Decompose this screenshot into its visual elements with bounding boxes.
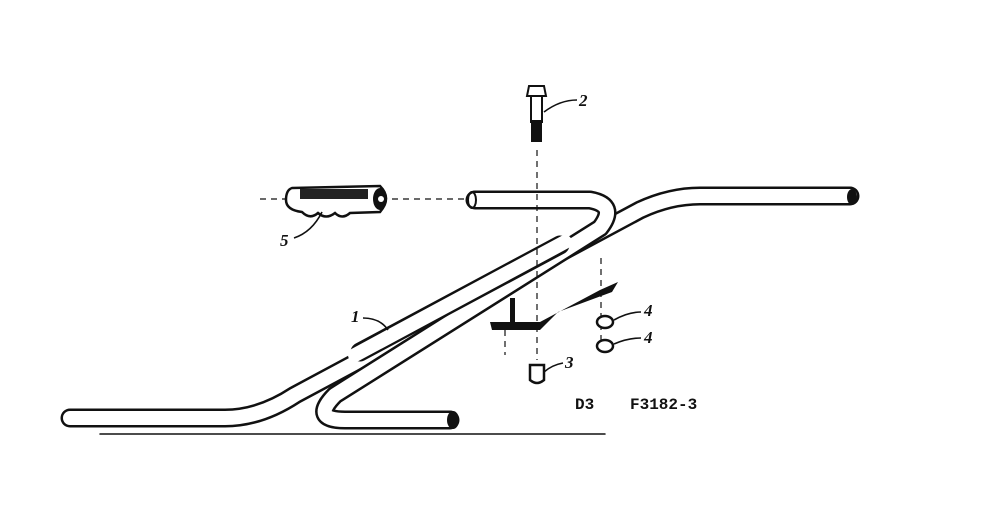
leader-grip — [293, 211, 323, 239]
callout-washer-upper: 4 — [643, 301, 653, 320]
tube-end-top — [467, 191, 477, 209]
leader-washer-lower — [613, 337, 642, 345]
bracket-tab — [510, 298, 515, 322]
grip-texture — [300, 189, 368, 199]
leader-lines — [293, 99, 642, 373]
bracket — [490, 282, 618, 330]
leader-washer-upper — [613, 311, 642, 321]
tube-end-bottom — [447, 411, 459, 429]
handlebar-tube-fill — [63, 189, 857, 425]
callout-grip: 5 — [280, 231, 289, 250]
bolt-shank — [530, 95, 543, 123]
bracket-plate — [490, 282, 618, 330]
callout-washer-lower: 4 — [643, 328, 653, 347]
nut — [528, 363, 546, 385]
figure-code-number: F3182-3 — [630, 396, 697, 414]
leader-bolt — [543, 99, 578, 113]
bolt-head — [525, 85, 548, 97]
grip-end-hole — [378, 196, 384, 202]
leader-handlebar — [362, 317, 389, 331]
bolt — [525, 85, 548, 142]
callout-handlebar: 1 — [351, 307, 360, 326]
figure-code-prefix: D3 — [575, 396, 594, 414]
washer-upper — [595, 314, 615, 330]
handlebar-tube-front-fill — [348, 235, 572, 362]
handlebar-tube — [60, 186, 860, 435]
nut-body — [528, 363, 546, 385]
callout-bolt: 2 — [578, 91, 588, 110]
bolt-thread — [531, 120, 542, 142]
washer-lower — [595, 338, 615, 354]
callout-nut: 3 — [564, 353, 574, 372]
tube-end-right — [847, 189, 857, 205]
leader-nut — [543, 362, 564, 373]
handlebar-zbend-fill — [317, 193, 614, 427]
washers — [595, 314, 615, 354]
grip — [284, 184, 388, 218]
